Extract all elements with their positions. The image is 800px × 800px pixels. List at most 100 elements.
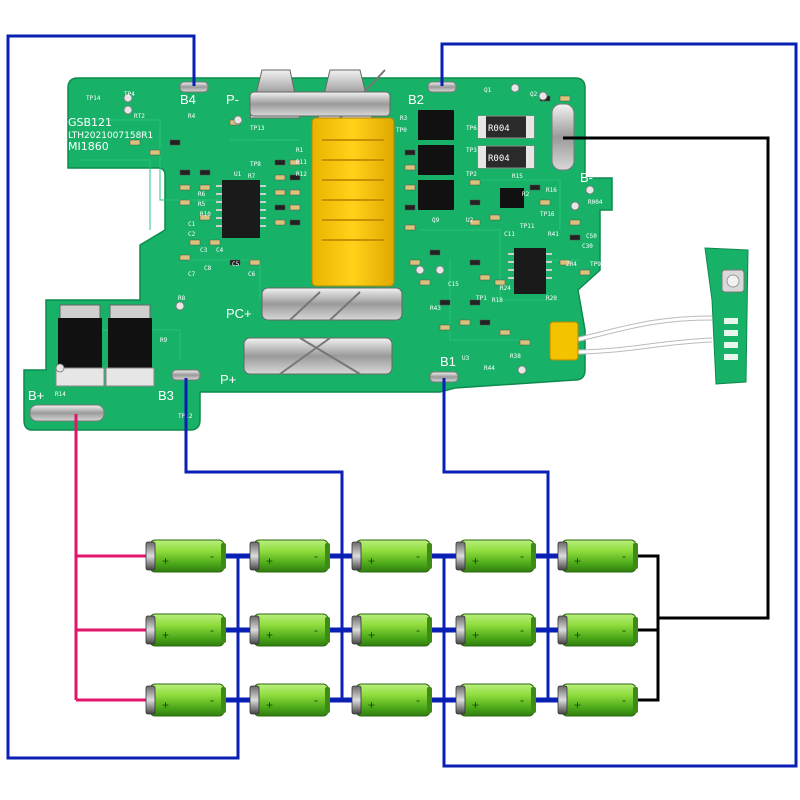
battery-cell: +- — [557, 613, 638, 647]
passive-components — [55, 83, 595, 375]
cell-minus-label: - — [210, 623, 214, 637]
pad-b-plus — [29, 404, 105, 422]
silk-component-label: RT2 — [134, 113, 145, 120]
cell-cap — [557, 541, 568, 571]
cell-plus-label: + — [368, 698, 375, 712]
cell-minus-label: - — [622, 623, 626, 637]
smd-component — [189, 239, 201, 246]
silk-component-label: R4 — [188, 113, 196, 120]
silk-component-label: TP1 — [476, 295, 487, 302]
cell-minus-label: - — [314, 623, 318, 637]
silk-component-label: R12 — [296, 171, 307, 178]
silk-line-3: MI1860 — [68, 140, 109, 153]
cell-plus-label: + — [472, 628, 479, 642]
silk-component-label: R24 — [500, 285, 511, 292]
silk-component-label: R004 — [588, 199, 603, 206]
pad-label-b1: B1 — [440, 354, 456, 369]
cell-end — [633, 617, 638, 643]
small-silk-labels: TP14RT2TP4R4TP13TP8R1R11R12R7U1R6R5R10C1… — [55, 87, 603, 420]
test-point — [517, 365, 527, 375]
cell-cap — [557, 615, 568, 645]
pad-label-pc-plus: PC+ — [226, 306, 252, 321]
smd-component — [494, 279, 506, 286]
led-connector — [549, 321, 579, 361]
cell-cap — [455, 541, 466, 571]
smd-component — [469, 219, 481, 226]
silk-component-label: R9 — [160, 337, 168, 344]
silk-component-label: R16 — [546, 187, 557, 194]
wire-b3 — [184, 378, 344, 555]
cell-plus-label: + — [266, 628, 273, 642]
shunt-label-2: R004 — [488, 154, 510, 164]
silk-component-label: TP3 — [466, 147, 477, 154]
smd-component — [579, 269, 591, 276]
cell-cap — [557, 685, 568, 715]
smd-component — [179, 254, 191, 261]
bms-board: GSB121 LTH2021007158R1 MI1860 B4 P- B2 B… — [23, 69, 613, 431]
smd-component — [569, 234, 581, 241]
cell-plus-label: + — [266, 698, 273, 712]
cell-minus-label: - — [314, 549, 318, 563]
silk-component-label: R2 — [522, 191, 530, 198]
smd-component — [274, 219, 286, 226]
smd-component — [519, 339, 531, 346]
silk-component-label: Q1 — [484, 87, 492, 94]
silk-component-label: TP11 — [520, 223, 535, 230]
battery-cell: +- — [249, 539, 330, 573]
silk-line-2: LTH2021007158R1 — [68, 131, 153, 141]
mosfet-q1 — [55, 304, 105, 387]
test-point — [570, 201, 580, 211]
ic-u1 — [216, 180, 266, 238]
smd-component — [274, 204, 286, 211]
smd-component — [129, 139, 141, 146]
wire-b2 — [440, 42, 798, 768]
cell-cap — [351, 541, 362, 571]
smd-component — [199, 214, 211, 221]
cell-end — [221, 687, 226, 713]
smd-component — [404, 149, 416, 156]
cell-end — [325, 617, 330, 643]
smd-component — [274, 174, 286, 181]
battery-cell: +- — [351, 539, 432, 573]
smd-component — [274, 159, 286, 166]
cell-cap — [455, 685, 466, 715]
cell-cap — [145, 615, 156, 645]
silk-component-label: C2 — [188, 231, 196, 238]
test-point — [435, 265, 445, 275]
silk-component-label: C1 — [188, 221, 196, 228]
test-point — [123, 93, 133, 103]
cell-plus-label: + — [162, 554, 169, 568]
silk-component-label: R5 — [198, 201, 206, 208]
battery-cell: +- — [145, 539, 226, 573]
silk-component-label: C15 — [448, 281, 459, 288]
cell-minus-label: - — [416, 623, 420, 637]
battery-cell: +- — [351, 613, 432, 647]
silk-component-label: R1 — [296, 147, 304, 154]
series-links — [224, 553, 562, 703]
cell-cap — [351, 685, 362, 715]
wire-b-minus-bus — [636, 554, 660, 702]
silk-component-label: C8 — [204, 265, 212, 272]
battery-cell: +- — [249, 683, 330, 717]
battery-cell: +- — [455, 613, 536, 647]
lower-terminals — [243, 287, 403, 375]
silk-component-label: R15 — [512, 173, 523, 180]
shunt-label-1: R004 — [488, 124, 510, 134]
ic-u3 — [508, 248, 552, 294]
silk-component-label: TP9 — [590, 261, 601, 268]
smd-component — [559, 95, 571, 102]
battery-cell: +- — [455, 539, 536, 573]
led-board — [704, 247, 749, 385]
smd-component — [209, 239, 221, 246]
smd-component — [274, 189, 286, 196]
cell-plus-label: + — [472, 698, 479, 712]
silk-component-label: C4 — [216, 247, 224, 254]
smd-component — [289, 204, 301, 211]
yellow-connector — [311, 117, 395, 287]
pad-label-b4: B4 — [180, 92, 196, 107]
cell-end — [531, 687, 536, 713]
wire-b4 — [6, 34, 240, 760]
cell-plus-label: + — [368, 554, 375, 568]
